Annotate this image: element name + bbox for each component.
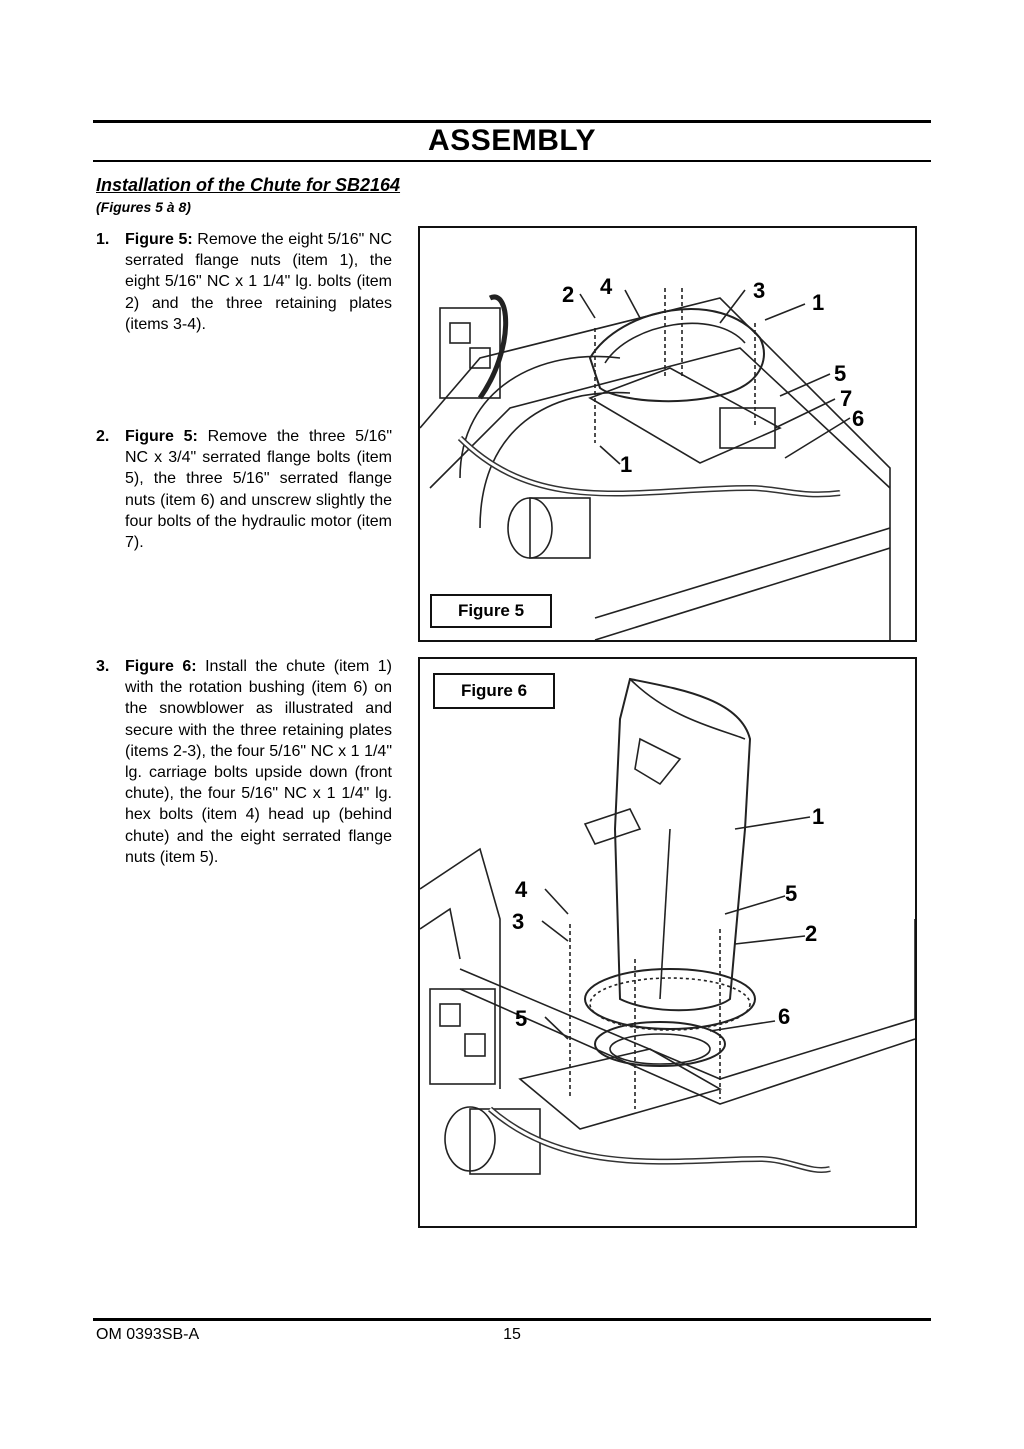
figure-5-callout: 6 xyxy=(852,406,864,431)
header-rule-top xyxy=(93,120,931,123)
figure-6-callout: 1 xyxy=(812,804,824,829)
figure-6-drawing: 1 4 3 5 2 5 6 xyxy=(420,677,915,1175)
figure-5-illustration: 2 4 3 1 5 7 6 1 Figure 5 xyxy=(418,226,917,642)
step-figure-ref: Figure 5: xyxy=(125,231,193,248)
figure-5-callout: 4 xyxy=(600,274,613,299)
figure-5-callout: 5 xyxy=(834,361,846,386)
figure-6-callout: 5 xyxy=(515,1006,527,1031)
instruction-step: 3. Figure 6: Install the chute (item 1) … xyxy=(96,656,392,868)
figure-5-label: Figure 5 xyxy=(430,594,552,628)
footer-rule xyxy=(93,1318,931,1321)
figure-5-callout: 3 xyxy=(753,278,765,303)
header-rule-bottom xyxy=(93,160,931,162)
page-number: 15 xyxy=(503,1326,521,1343)
step-number: 2. xyxy=(96,428,110,445)
step-text: Install the chute (item 1) with the rota… xyxy=(125,658,393,866)
figure-5-callout: 1 xyxy=(812,290,824,315)
step-text: Remove the three 5/16" NC x 3/4" serrate… xyxy=(125,428,393,552)
figure-6-callout: 5 xyxy=(785,881,797,906)
figure-6-callout: 2 xyxy=(805,921,817,946)
instruction-step: 1. Figure 5: Remove the eight 5/16" NC s… xyxy=(96,229,392,335)
instruction-step: 2. Figure 5: Remove the three 5/16" NC x… xyxy=(96,426,392,553)
section-subtitle: (Figures 5 à 8) xyxy=(96,199,191,215)
page-title: ASSEMBLY xyxy=(428,124,596,157)
step-number: 1. xyxy=(96,231,110,248)
figure-5-drawing: 2 4 3 1 5 7 6 1 xyxy=(420,274,891,640)
figure-6-label: Figure 6 xyxy=(433,673,555,709)
step-figure-ref: Figure 6: xyxy=(125,658,197,675)
figure-6-callout: 3 xyxy=(512,909,524,934)
step-figure-ref: Figure 5: xyxy=(125,428,198,445)
document-code: OM 0393SB-A xyxy=(96,1326,200,1343)
figure-5-callout: 1 xyxy=(620,452,632,477)
step-number: 3. xyxy=(96,658,110,675)
figure-6-illustration: 1 4 3 5 2 5 6 Figure 6 xyxy=(418,657,917,1228)
figure-6-callout: 4 xyxy=(515,877,528,902)
figure-5-callout: 2 xyxy=(562,282,574,307)
step-text: Remove the eight 5/16" NC serrated flang… xyxy=(125,231,393,333)
figure-6-callout: 6 xyxy=(778,1004,790,1029)
section-title: Installation of the Chute for SB2164 xyxy=(96,175,401,195)
figure-5-callout: 7 xyxy=(840,386,852,411)
